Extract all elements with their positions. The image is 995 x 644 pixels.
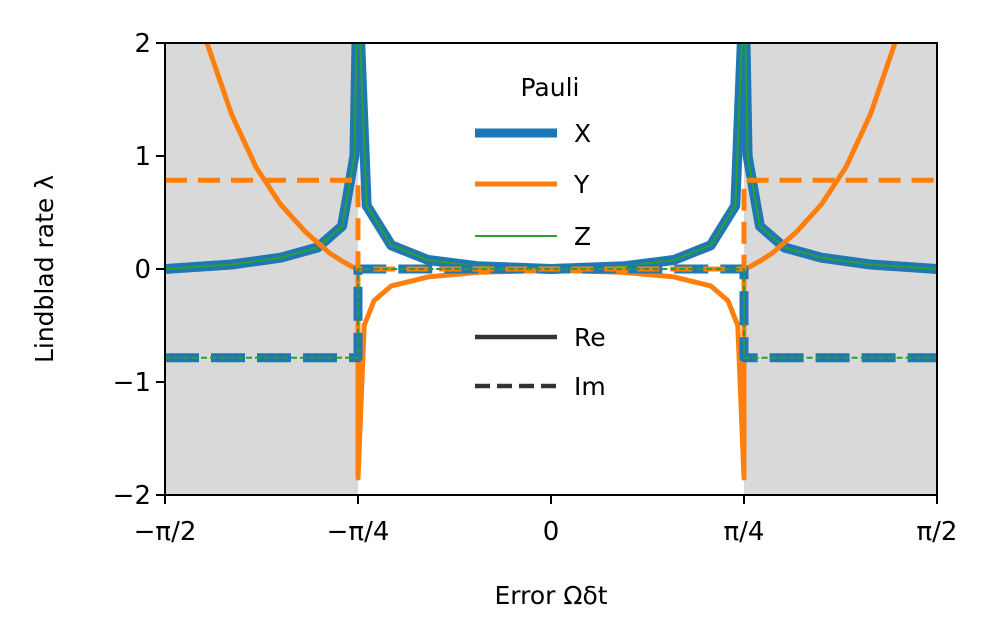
legend-label-x: X [574,119,591,148]
data-series [165,43,937,481]
y-axis-label: Lindblad rate λ [30,175,59,363]
x-tick-label-4: π/2 [917,517,958,547]
y-tick-label-1: −1 [113,368,151,398]
y-tick-label-3: 1 [134,142,151,172]
x-axis-label: Error Ωδt [494,581,607,610]
y-tick-label-0: −2 [113,481,151,511]
legend-label-y: Y [573,170,590,199]
x-tick-label-0: −π/2 [134,517,197,547]
legend: Pauli X Y Z Re Im [475,73,606,401]
y-tick-label-4: 2 [134,29,151,59]
series-y-im [165,177,937,272]
legend-title: Pauli [520,73,579,102]
axis-ticks: −π/2 −π/4 0 π/4 π/2 −2 −1 0 1 2 [113,29,958,547]
series-z-im [165,268,937,359]
legend-label-z: Z [574,222,591,251]
x-tick-label-3: π/4 [724,517,765,547]
x-tick-label-2: 0 [543,517,560,547]
x-tick-label-1: −π/4 [327,517,390,547]
legend-label-re: Re [574,323,606,352]
legend-label-im: Im [574,372,606,401]
y-tick-label-2: 0 [134,255,151,285]
